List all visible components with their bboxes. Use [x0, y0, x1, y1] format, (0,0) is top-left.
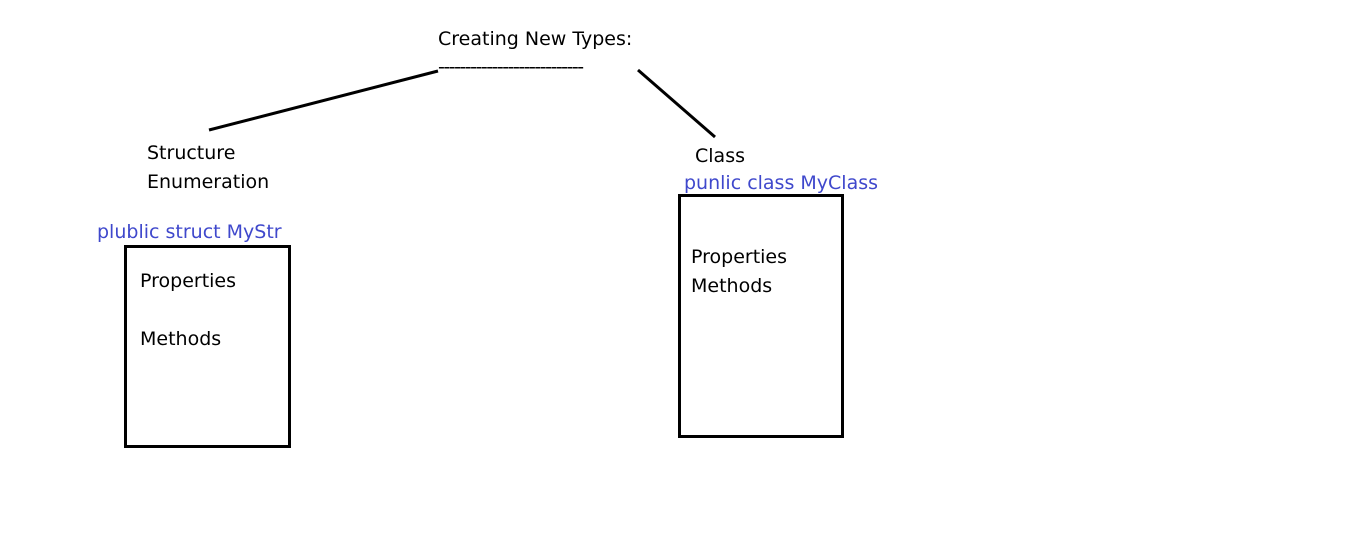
connector-right	[637, 68, 716, 139]
enumeration-label: Enumeration	[147, 171, 270, 193]
class-declaration: punlic class MyClass	[684, 172, 879, 194]
struct-box	[124, 245, 291, 448]
connector-left	[208, 69, 439, 132]
class-box	[678, 194, 844, 438]
structure-label: Structure	[147, 142, 236, 164]
struct-properties: Properties	[140, 270, 237, 292]
struct-declaration: plublic struct MyStr	[97, 221, 282, 243]
class-properties: Properties	[691, 246, 788, 268]
title-underline: ---------------------------	[438, 56, 584, 78]
class-methods: Methods	[691, 275, 773, 297]
struct-methods: Methods	[140, 328, 222, 350]
diagram-title: Creating New Types:	[438, 28, 633, 50]
class-label: Class	[695, 145, 745, 167]
